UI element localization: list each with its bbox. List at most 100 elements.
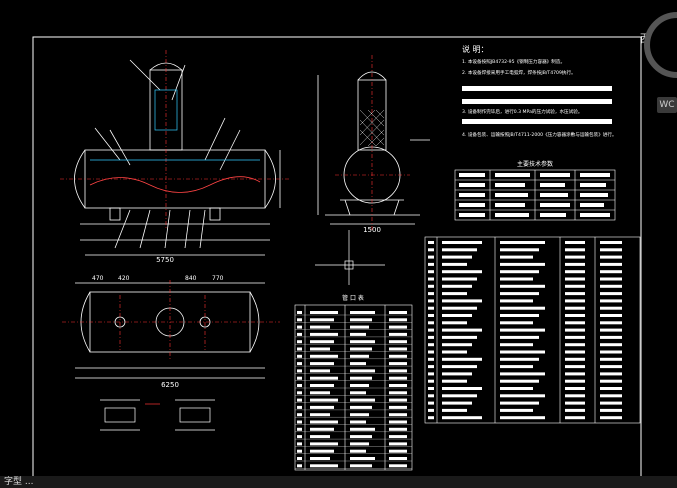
table-cell (310, 405, 334, 409)
front-bottom-dimension: 5750 (156, 256, 174, 264)
table-cell (442, 387, 482, 390)
table-cell (428, 255, 434, 259)
table-cell (350, 405, 372, 409)
table-cell (297, 340, 302, 344)
table-cell (389, 420, 407, 424)
table-cell (350, 420, 366, 424)
table-cell (297, 376, 302, 380)
table-cell (310, 413, 330, 417)
table-cell (297, 449, 302, 453)
table-cell (600, 277, 622, 281)
table-cell (500, 335, 539, 339)
notes-line-1: 1. 本设备按照JB4732-95《钢制压力容器》制造。 (462, 58, 565, 65)
table-cell (389, 340, 407, 344)
table-cell (600, 306, 622, 310)
table-cell (350, 427, 375, 431)
front-view-cyan-details (90, 89, 260, 161)
table-cell (600, 248, 622, 252)
table-cell (310, 340, 334, 344)
table-cell (442, 292, 467, 296)
table-cell (350, 369, 375, 373)
table-cell (297, 369, 302, 373)
wcs-menu-button[interactable]: WC (657, 97, 677, 113)
table-cell (389, 391, 407, 395)
table-cell (500, 277, 533, 281)
table-cell (500, 365, 533, 369)
plan-dim-d: 770 (212, 275, 224, 282)
table-cell (442, 241, 482, 244)
table-cell (350, 435, 372, 439)
table-cell (500, 262, 545, 266)
table-cell (310, 354, 338, 358)
table-cell (297, 442, 302, 446)
table-cell (297, 457, 302, 460)
table-cell (565, 292, 585, 296)
table-cell (297, 398, 302, 402)
table-cell (500, 394, 545, 398)
table-cell (600, 408, 622, 412)
table-cell (500, 387, 533, 390)
table-cell (565, 372, 585, 376)
table-cell (389, 384, 407, 387)
table-cell (500, 255, 533, 259)
table-cell (310, 449, 334, 453)
table-cell (389, 354, 407, 358)
table-cell (389, 311, 407, 314)
plan-dim-a: 470 (92, 275, 104, 282)
side-view-centerlines (335, 55, 410, 230)
table-cell (442, 365, 477, 369)
table-cell (565, 379, 585, 383)
table-cell (600, 314, 622, 317)
table-cell (297, 347, 302, 351)
table-cell (565, 408, 585, 412)
table-cell (297, 354, 302, 358)
table-cell (442, 335, 477, 339)
table-cell (442, 255, 472, 259)
table-cell (310, 427, 334, 431)
table-cell (310, 325, 330, 329)
table-cell (310, 376, 338, 380)
table-cell (297, 391, 302, 395)
tech-params-table (454, 169, 616, 221)
plan-dim-c: 840 (185, 275, 197, 282)
table-cell (565, 277, 585, 281)
nozzle-table (294, 304, 413, 471)
plan-view (75, 282, 265, 379)
table-cell (350, 391, 366, 395)
table-cell (442, 248, 477, 252)
table-cell (297, 413, 302, 417)
table-cell (500, 321, 533, 325)
table-cell (428, 394, 434, 398)
table-cell (297, 311, 302, 314)
tech-params-title: 主要技术参数 (517, 160, 553, 168)
table-cell (389, 376, 407, 380)
command-line-bar[interactable]: 字型 ... (0, 476, 677, 488)
table-cell (428, 379, 434, 383)
table-cell (500, 343, 533, 347)
table-cell (297, 427, 302, 431)
table-cell (600, 357, 622, 361)
table-cell (500, 372, 545, 376)
table-cell (500, 248, 539, 252)
viewcube-ring-icon[interactable] (632, 0, 677, 100)
table-cell (500, 270, 539, 274)
table-cell (310, 384, 334, 387)
table-cell (565, 401, 585, 405)
table-cell (428, 387, 434, 390)
table-cell (350, 442, 369, 446)
table-cell (500, 284, 545, 288)
table-cell (428, 270, 434, 274)
command-line-text: 字型 ... (4, 477, 34, 487)
table-cell (500, 292, 539, 296)
table-cell (428, 372, 434, 376)
table-cell (428, 321, 434, 325)
table-cell (350, 457, 375, 460)
table-cell (600, 343, 622, 347)
table-cell (600, 299, 622, 303)
table-cell (565, 365, 585, 369)
parts-list-rows (428, 241, 622, 420)
table-cell (500, 357, 539, 361)
table-cell (565, 306, 585, 310)
notes-redacted-bar (462, 119, 612, 124)
